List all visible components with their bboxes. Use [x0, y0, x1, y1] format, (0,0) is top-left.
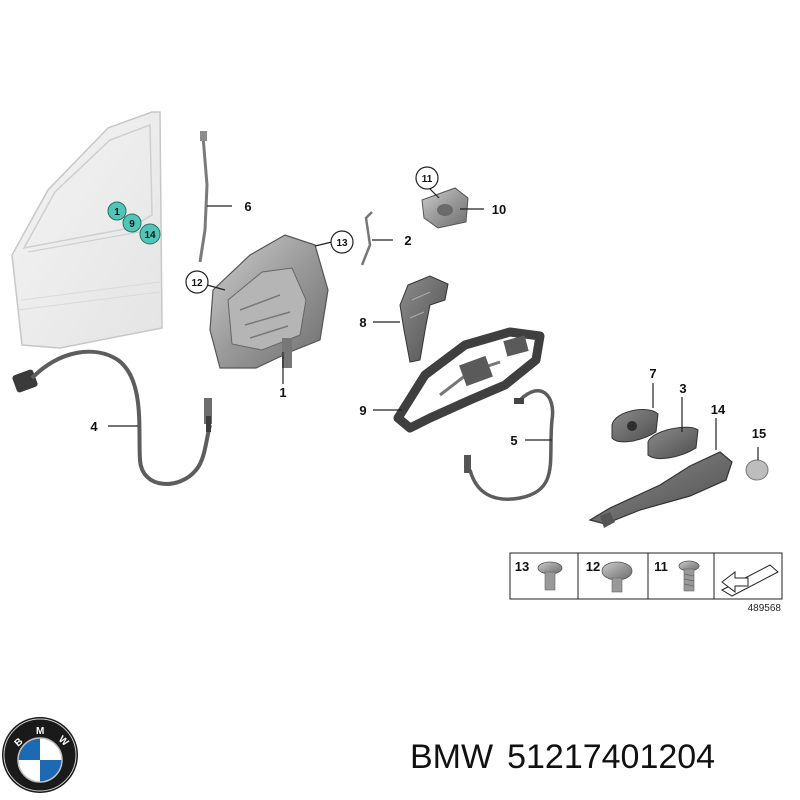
callout-10: 10 — [492, 202, 506, 217]
screw-12: 12 — [586, 559, 633, 593]
plug-part-15 — [745, 459, 769, 481]
lock-part-1 — [209, 234, 329, 369]
cable-part-4 — [12, 349, 212, 486]
part-number: 51217401204 — [507, 738, 716, 776]
bmw-logo: B M W — [2, 717, 78, 793]
carrier-part-9 — [393, 327, 545, 433]
door-marker-1: 1 — [107, 201, 127, 221]
callout-5: 5 — [510, 433, 517, 448]
svg-text:3: 3 — [679, 381, 686, 396]
leader-lines — [108, 187, 759, 460]
svg-text:1: 1 — [114, 207, 120, 218]
svg-text:4: 4 — [90, 419, 98, 434]
svg-text:2: 2 — [404, 233, 411, 248]
callout-1: 1 — [279, 385, 286, 400]
svg-text:8: 8 — [359, 315, 366, 330]
svg-text:12: 12 — [586, 559, 600, 574]
svg-text:13: 13 — [515, 559, 529, 574]
screw-11: 11 — [654, 559, 700, 592]
svg-text:10: 10 — [492, 202, 506, 217]
cap-part-3 — [647, 426, 699, 459]
cover-part-7 — [611, 409, 659, 443]
cable-part-5 — [464, 389, 555, 501]
door-marker-9: 9 — [122, 213, 142, 233]
callout-4: 4 — [90, 419, 98, 434]
door-marker-14: 14 — [139, 223, 161, 245]
svg-text:5: 5 — [510, 433, 517, 448]
callout-6: 6 — [244, 199, 251, 214]
svg-text:6: 6 — [244, 199, 251, 214]
svg-text:7: 7 — [649, 366, 656, 381]
callout-2: 2 — [404, 233, 411, 248]
callout-7: 7 — [649, 366, 656, 381]
svg-text:15: 15 — [752, 426, 766, 441]
callout-9: 9 — [359, 403, 366, 418]
striker-part-10 — [421, 187, 469, 229]
callout-3: 3 — [679, 381, 686, 396]
bracket-part-8 — [399, 275, 449, 363]
part-caption: BMW 51217401204 — [410, 738, 729, 777]
callout-15: 15 — [752, 426, 766, 441]
callout-11: 11 — [415, 166, 439, 190]
svg-text:14: 14 — [711, 402, 726, 417]
screw-13: 13 — [515, 559, 563, 591]
callout-14: 14 — [711, 402, 726, 417]
callout-13: 13 — [330, 230, 354, 254]
svg-text:12: 12 — [191, 278, 203, 289]
reference-number: 489568 — [748, 603, 782, 614]
screw-table: 13 12 11 — [509, 552, 783, 600]
svg-text:11: 11 — [654, 559, 668, 574]
brand-name: BMW — [410, 738, 494, 776]
callout-8: 8 — [359, 315, 366, 330]
svg-text:11: 11 — [422, 174, 433, 185]
rod-part-6 — [198, 131, 209, 263]
door-outline — [11, 111, 163, 349]
svg-text:1: 1 — [279, 385, 286, 400]
callout-12: 12 — [185, 270, 209, 294]
svg-text:14: 14 — [144, 230, 156, 241]
svg-text:M: M — [36, 726, 44, 737]
arrow-icon — [720, 564, 779, 597]
svg-text:9: 9 — [359, 403, 366, 418]
svg-text:9: 9 — [129, 219, 135, 230]
svg-text:13: 13 — [336, 238, 348, 249]
handle-part-14 — [588, 451, 733, 528]
rod-part-2 — [360, 211, 373, 266]
